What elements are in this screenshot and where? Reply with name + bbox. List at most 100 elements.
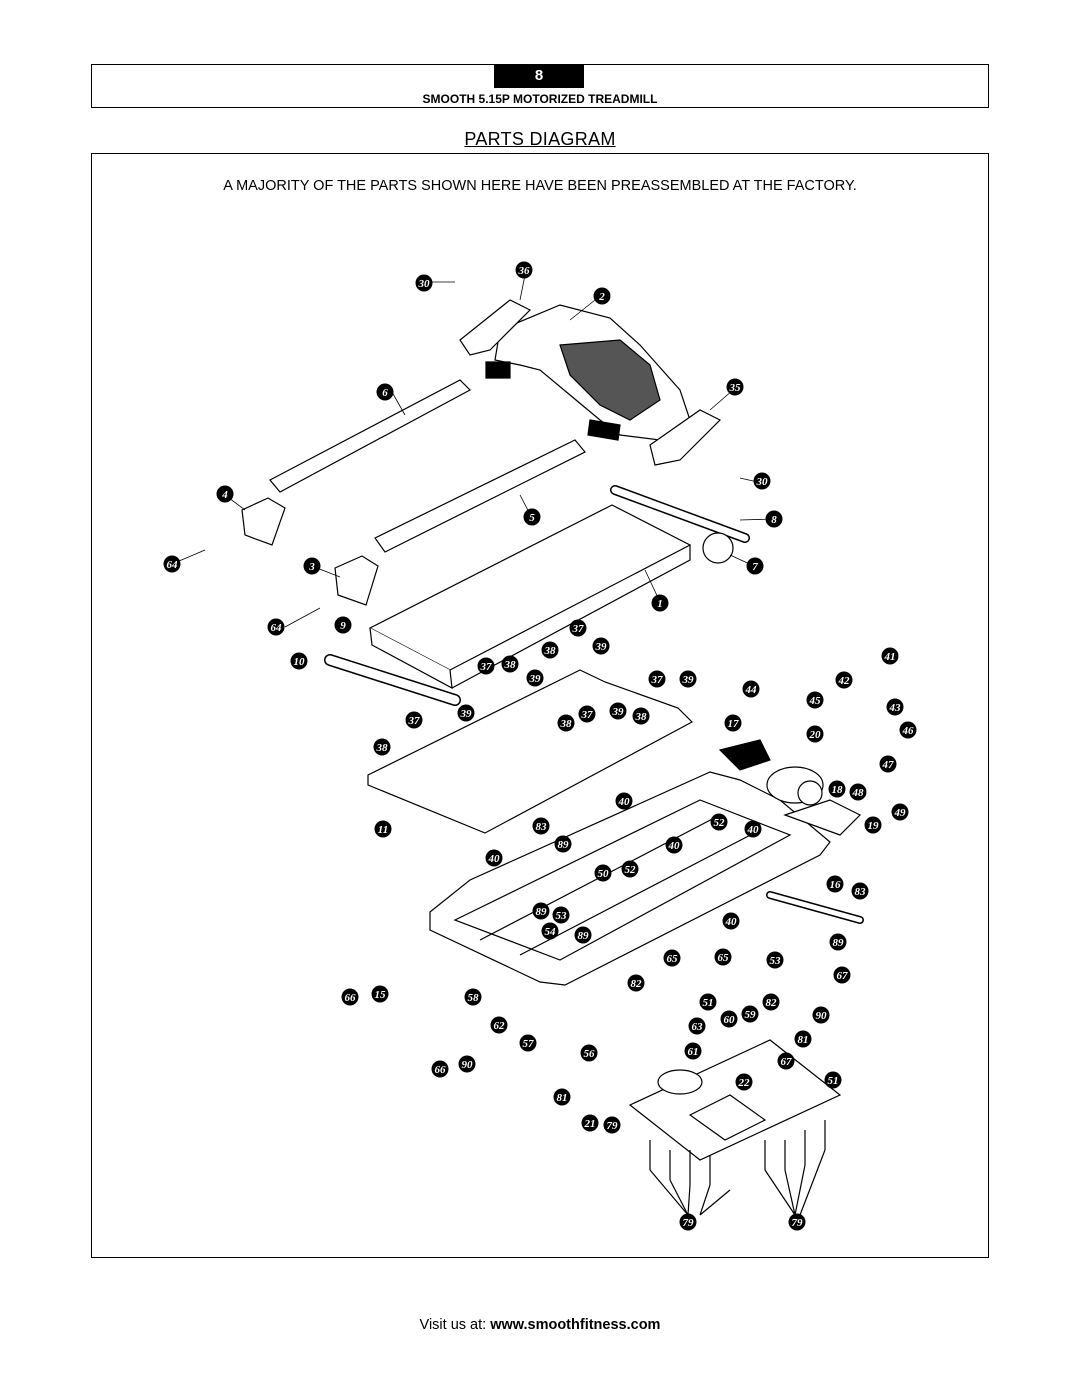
svg-text:37: 37 xyxy=(480,661,493,673)
svg-text:45: 45 xyxy=(809,695,822,707)
part-callout: 62 xyxy=(490,1016,508,1034)
svg-text:10: 10 xyxy=(294,656,306,668)
part-callout: 30 xyxy=(753,472,771,490)
part-callout: 22 xyxy=(735,1073,753,1091)
diagram-lines xyxy=(241,299,864,1216)
svg-text:37: 37 xyxy=(408,715,421,727)
svg-text:35: 35 xyxy=(729,382,742,394)
part-callout: 7 xyxy=(746,557,764,575)
svg-text:40: 40 xyxy=(747,824,760,836)
part-callout: 38 xyxy=(632,707,650,725)
svg-text:65: 65 xyxy=(667,953,679,965)
part-callout: 11 xyxy=(374,820,392,838)
svg-text:18: 18 xyxy=(832,784,844,796)
svg-text:51: 51 xyxy=(703,997,714,1009)
part-callout: 54 xyxy=(541,922,559,940)
svg-text:67: 67 xyxy=(837,970,849,982)
svg-text:30: 30 xyxy=(756,476,769,488)
svg-text:83: 83 xyxy=(536,821,548,833)
svg-text:43: 43 xyxy=(889,702,902,714)
svg-text:39: 39 xyxy=(612,706,625,718)
svg-text:37: 37 xyxy=(572,623,585,635)
part-callout: 37 xyxy=(578,705,596,723)
svg-text:51: 51 xyxy=(828,1075,839,1087)
svg-text:16: 16 xyxy=(830,879,842,891)
svg-text:48: 48 xyxy=(852,787,865,799)
part-callout: 19 xyxy=(864,816,882,834)
svg-text:20: 20 xyxy=(809,729,822,741)
part-callout: 39 xyxy=(679,670,697,688)
svg-text:22: 22 xyxy=(738,1077,751,1089)
part-callout: 37 xyxy=(648,670,666,688)
svg-text:42: 42 xyxy=(838,675,851,687)
part-callout: 20 xyxy=(806,725,824,743)
part-callout: 48 xyxy=(849,783,867,801)
part-callout: 56 xyxy=(580,1044,598,1062)
part-callout: 53 xyxy=(766,951,784,969)
part-callout: 45 xyxy=(806,691,824,709)
page-number-badge: 8 xyxy=(494,64,584,88)
part-callout: 65 xyxy=(714,948,732,966)
part-callout: 41 xyxy=(881,647,899,665)
part-callout: 40 xyxy=(665,836,683,854)
svg-text:66: 66 xyxy=(435,1064,447,1076)
footer: Visit us at: www.smoothfitness.com xyxy=(0,1317,1080,1333)
part-callout: 38 xyxy=(373,738,391,756)
svg-text:40: 40 xyxy=(668,840,681,852)
svg-text:46: 46 xyxy=(902,725,915,737)
svg-text:64: 64 xyxy=(167,559,179,571)
svg-text:21: 21 xyxy=(584,1118,596,1130)
svg-text:89: 89 xyxy=(558,839,570,851)
part-callout: 89 xyxy=(574,926,592,944)
part-callout: 15 xyxy=(371,985,389,1003)
part-callout: 40 xyxy=(615,792,633,810)
part-callout: 79 xyxy=(679,1213,697,1231)
part-callout: 39 xyxy=(526,669,544,687)
part-callout: 35 xyxy=(726,378,744,396)
svg-text:90: 90 xyxy=(816,1010,828,1022)
part-callout: 44 xyxy=(742,680,760,698)
svg-text:36: 36 xyxy=(518,265,531,277)
part-callout: 79 xyxy=(603,1116,621,1134)
part-callout: 18 xyxy=(828,780,846,798)
svg-text:67: 67 xyxy=(781,1056,793,1068)
svg-text:15: 15 xyxy=(375,989,387,1001)
svg-text:56: 56 xyxy=(584,1048,596,1060)
part-callout: 83 xyxy=(851,882,869,900)
svg-text:17: 17 xyxy=(728,718,740,730)
svg-text:37: 37 xyxy=(581,709,594,721)
svg-text:44: 44 xyxy=(745,684,758,696)
part-callout: 90 xyxy=(812,1006,830,1024)
part-callout: 39 xyxy=(592,637,610,655)
svg-text:40: 40 xyxy=(618,796,631,808)
svg-text:81: 81 xyxy=(798,1034,809,1046)
part-callout: 37 xyxy=(477,657,495,675)
svg-text:83: 83 xyxy=(855,886,867,898)
svg-text:4: 4 xyxy=(221,489,228,501)
svg-text:59: 59 xyxy=(745,1009,757,1021)
part-callout: 38 xyxy=(541,641,559,659)
part-callout: 65 xyxy=(663,949,681,967)
svg-text:19: 19 xyxy=(868,820,880,832)
svg-text:52: 52 xyxy=(714,817,726,829)
part-callout: 40 xyxy=(722,912,740,930)
part-callout: 59 xyxy=(741,1005,759,1023)
part-callout: 51 xyxy=(824,1071,842,1089)
diagram-frame xyxy=(91,153,989,1258)
svg-text:2: 2 xyxy=(598,291,605,303)
part-callout: 83 xyxy=(532,817,550,835)
svg-text:39: 39 xyxy=(595,641,608,653)
part-callout: 60 xyxy=(720,1010,738,1028)
svg-text:63: 63 xyxy=(692,1021,704,1033)
svg-text:60: 60 xyxy=(724,1014,736,1026)
part-callout: 61 xyxy=(684,1042,702,1060)
part-callout: 64 xyxy=(267,618,285,636)
part-callout: 17 xyxy=(724,714,742,732)
svg-text:38: 38 xyxy=(544,645,557,657)
part-callout: 38 xyxy=(557,714,575,732)
part-callout: 4 xyxy=(216,485,234,503)
footer-url[interactable]: www.smoothfitness.com xyxy=(490,1317,661,1333)
part-callout: 3 xyxy=(303,557,321,575)
part-callout: 52 xyxy=(621,860,639,878)
part-callout: 81 xyxy=(794,1030,812,1048)
